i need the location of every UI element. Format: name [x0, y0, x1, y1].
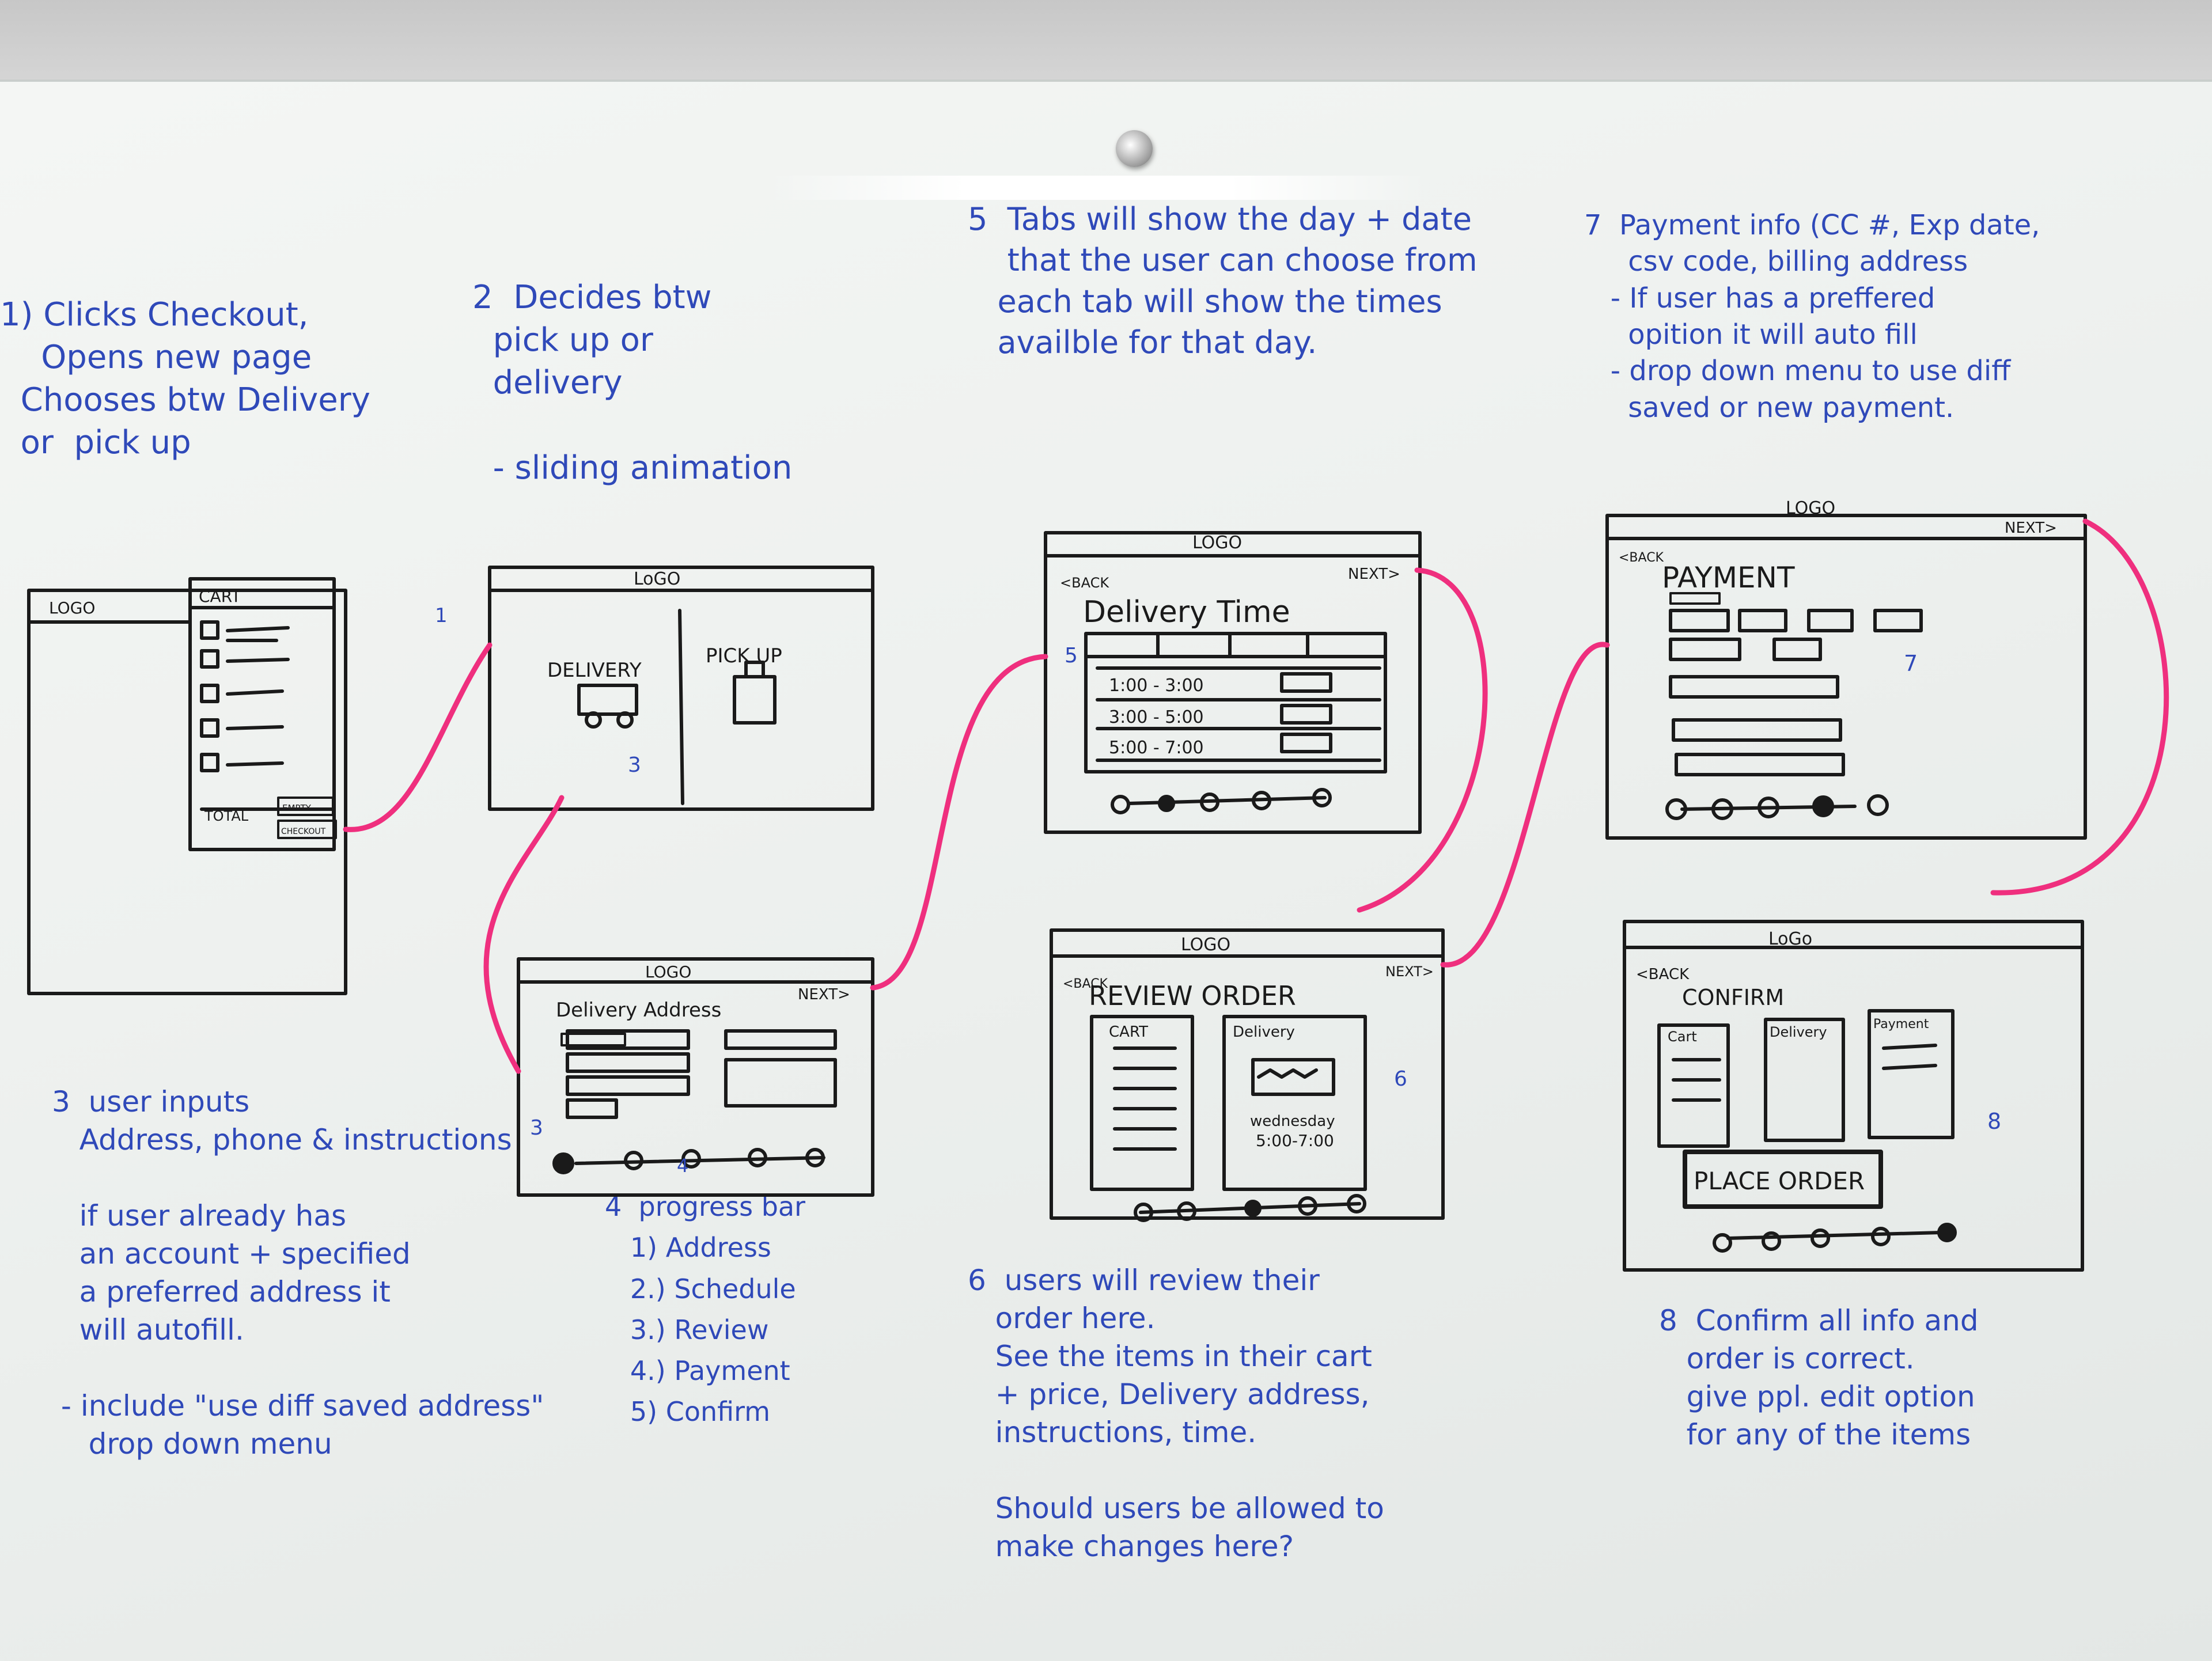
- payment-back[interactable]: <BACK: [1619, 551, 1664, 565]
- note-5: 5 Tabs will show the day + date that the…: [968, 201, 1478, 361]
- review-col-delivery: Delivery: [1233, 1023, 1295, 1041]
- time-slot-1[interactable]: 1:00 - 3:00: [1109, 676, 1204, 696]
- wireframe-cart: [27, 577, 347, 995]
- time-back[interactable]: <BACK: [1060, 575, 1109, 591]
- cart-title: CART: [199, 587, 241, 606]
- time-slot-2[interactable]: 3:00 - 5:00: [1109, 707, 1204, 727]
- time-slot-3[interactable]: 5:00 - 7:00: [1109, 738, 1204, 758]
- review-col-cart: CART: [1109, 1023, 1148, 1041]
- choice-pickup[interactable]: PICK UP: [706, 644, 782, 668]
- cart-logo: LOGO: [49, 598, 95, 617]
- wireframe-confirm: [1623, 920, 2084, 1272]
- arrow-label-1: 1: [435, 604, 448, 627]
- confirm-logo: LoGo: [1768, 929, 1812, 949]
- place-order-button[interactable]: PLACE ORDER: [1694, 1167, 1865, 1195]
- note-8: 8 Confirm all info and order is correct.…: [1659, 1304, 1979, 1451]
- confirm-col-payment: Payment: [1873, 1017, 1929, 1032]
- wireframe-choice: [488, 566, 874, 811]
- choice-delivery[interactable]: DELIVERY: [547, 659, 642, 682]
- review-time: 5:00-7:00: [1256, 1131, 1334, 1150]
- payment-title: PAYMENT: [1662, 561, 1795, 594]
- confirm-back[interactable]: <BACK: [1636, 966, 1690, 983]
- time-logo: LOGO: [1192, 533, 1242, 553]
- confirm-badge: 8: [1987, 1109, 2001, 1134]
- wall: [0, 0, 2212, 86]
- confirm-title: CONFIRM: [1682, 985, 1784, 1010]
- address-badge-2: 4: [677, 1155, 688, 1177]
- cart-total: TOTAL: [204, 808, 249, 824]
- review-back[interactable]: <BACK: [1063, 977, 1108, 991]
- whiteboard: [0, 79, 2212, 1661]
- note-1: 1) Clicks Checkout, Opens new page Choos…: [0, 296, 370, 461]
- address-badge: 3: [530, 1116, 543, 1140]
- address-logo: LOGO: [645, 962, 691, 981]
- note-3: 3 user inputs Address, phone & instructi…: [52, 1085, 544, 1461]
- address-next[interactable]: NEXT>: [798, 986, 850, 1003]
- payment-logo: LOGO: [1786, 498, 1835, 518]
- wireframe-address: [517, 957, 874, 1197]
- cart-checkout-button[interactable]: CHECKOUT: [281, 827, 326, 836]
- review-badge: 6: [1394, 1067, 1407, 1091]
- time-title: Delivery Time: [1083, 595, 1290, 629]
- note-2: 2 Decides btw pick up or delivery - slid…: [472, 279, 793, 487]
- review-day: wednesday: [1250, 1113, 1335, 1130]
- magnet: [1116, 130, 1153, 167]
- light-reflection: [766, 176, 1429, 200]
- confirm-col-delivery: Delivery: [1770, 1024, 1827, 1040]
- address-title: Delivery Address: [556, 999, 721, 1022]
- time-next[interactable]: NEXT>: [1348, 566, 1400, 583]
- cart-empty-button[interactable]: EMPTY: [282, 803, 312, 813]
- choice-badge: 3: [628, 753, 641, 777]
- time-badge: 5: [1065, 644, 1078, 668]
- choice-logo: LoGO: [634, 569, 680, 589]
- wireframe-review: [1050, 928, 1445, 1222]
- note-6: 6 users will review their order here. Se…: [968, 1264, 1384, 1563]
- review-title: REVIEW ORDER: [1089, 980, 1296, 1011]
- wireframe-payment: [1605, 514, 2087, 840]
- review-next[interactable]: NEXT>: [1385, 964, 1434, 980]
- payment-badge: 7: [1904, 651, 1918, 676]
- confirm-col-cart: Cart: [1668, 1029, 1697, 1045]
- review-logo: LOGO: [1181, 935, 1230, 955]
- flow-arrows: [343, 518, 2169, 1074]
- payment-next[interactable]: NEXT>: [2005, 519, 2057, 537]
- note-7: 7 Payment info (CC #, Exp date, csv code…: [1584, 209, 2040, 424]
- wireframe-time: [1044, 531, 1422, 834]
